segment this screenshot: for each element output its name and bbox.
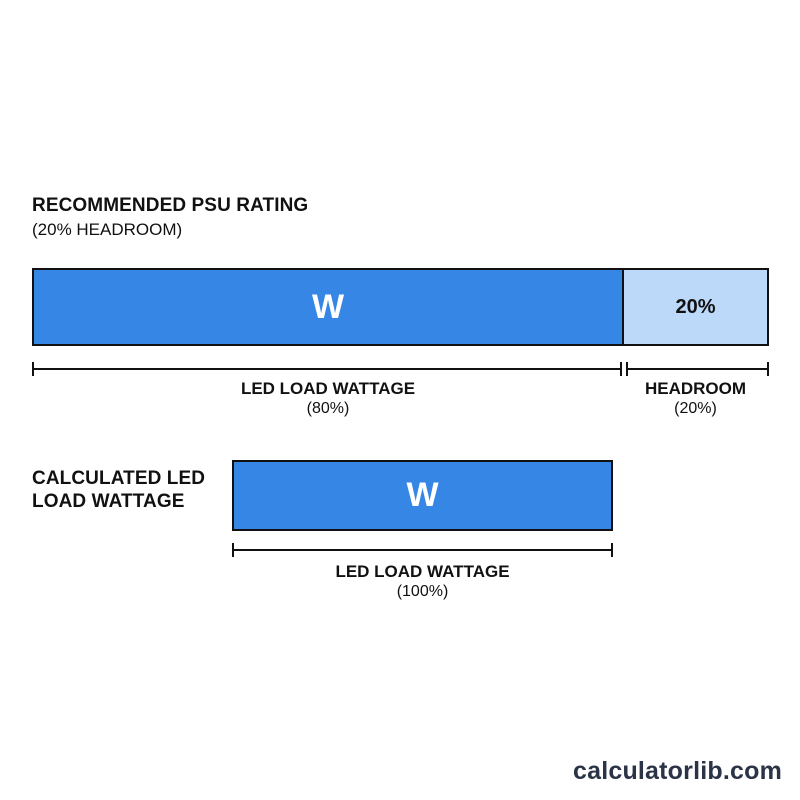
brand-wordmark: calculatorlib.com: [572, 757, 782, 785]
load-segment: W: [32, 268, 624, 346]
load-caption-title: LED LOAD WATTAGE: [240, 379, 416, 398]
load-caption-sub: (80%): [306, 400, 350, 417]
headroom-caption: HEADROOM (20%): [622, 378, 769, 419]
headroom-segment-label: 20%: [675, 295, 716, 318]
headroom-dimension-bracket: [626, 362, 769, 376]
calculated-caption-title: LED LOAD WATTAGE: [335, 562, 510, 581]
recommended-title: RECOMMENDED PSU RATING: [32, 195, 309, 216]
load-caption: LED LOAD WATTAGE (80%): [32, 378, 624, 419]
calculated-bar-label: W: [406, 476, 439, 514]
calculated-title-line2: LOAD WATTAGE: [32, 491, 185, 512]
calculated-title-line1: CALCULATED LED: [32, 468, 206, 489]
calculated-caption: LED LOAD WATTAGE (100%): [232, 561, 613, 602]
calculated-title: CALCULATED LED LOAD WATTAGE: [32, 467, 205, 513]
load-dimension-bracket: [32, 362, 622, 376]
calculated-dimension-bracket: [232, 543, 613, 557]
load-segment-label: W: [311, 287, 345, 326]
headroom-segment: 20%: [622, 268, 769, 346]
recommended-bar: W 20%: [32, 268, 769, 346]
headroom-caption-title: HEADROOM: [644, 379, 747, 398]
headroom-caption-sub: (20%): [674, 400, 717, 417]
recommended-subtitle: (20% HEADROOM): [32, 220, 183, 239]
calculated-bar: W: [232, 460, 613, 531]
calculated-caption-sub: (100%): [396, 583, 449, 600]
